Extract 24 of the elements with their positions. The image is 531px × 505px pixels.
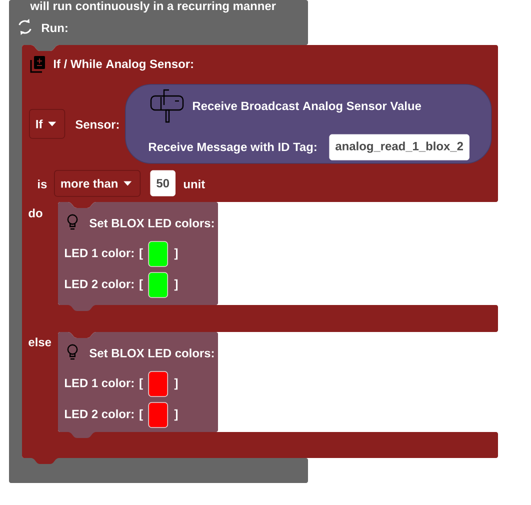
- block-heading: If / While Analog Sensor:: [54, 59, 193, 71]
- dropdown: more than: [54, 170, 141, 197]
- bracket: ]: [174, 279, 178, 291]
- field-label: is: [38, 180, 47, 188]
- field-label: LED 1 color: [: [65, 248, 143, 260]
- text-field: analog_read_1_blox_2: [329, 134, 470, 160]
- text-field: 50: [150, 170, 176, 196]
- field-label: LED 1 color: [: [65, 378, 143, 390]
- bracket: ]: [174, 248, 178, 260]
- statement-label: else: [28, 338, 52, 346]
- field-label: unit: [184, 180, 205, 188]
- statement-label: do: [28, 208, 42, 218]
- field-label: LED 2 color: [: [65, 279, 143, 291]
- field-label: Sensor:: [76, 120, 119, 129]
- field-label: Receive Message with ID Tag:: [149, 142, 316, 154]
- bracket: ]: [174, 378, 178, 390]
- block-heading: Receive Broadcast Analog Sensor Value: [193, 101, 422, 113]
- description-text: will run continuously in a recurring manner: [30, 1, 276, 13]
- block-heading: Set BLOX LED colors:: [90, 218, 214, 228]
- bracket: ]: [174, 409, 178, 421]
- block-heading: Run:: [42, 24, 68, 32]
- block-heading: Set BLOX LED colors:: [90, 348, 214, 358]
- field-label: LED 2 color: [: [65, 409, 143, 421]
- dropdown: If: [29, 109, 66, 139]
